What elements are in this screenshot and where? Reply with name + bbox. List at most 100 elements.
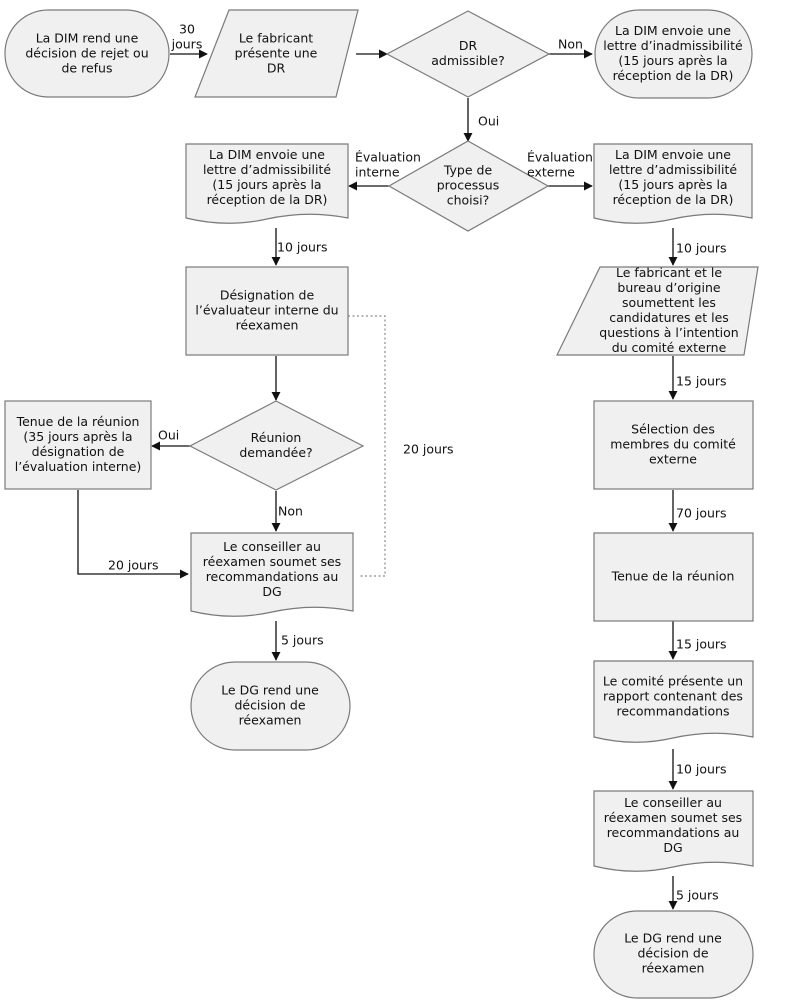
- node-report-label-line: Le comité présente un: [603, 674, 743, 689]
- edge-label-right-5-line: 5 jours: [676, 888, 719, 903]
- edge-label-right-70: 70 jours: [676, 506, 727, 521]
- node-start-label-line: de refus: [62, 61, 113, 76]
- node-advisor-left-shape: [190, 532, 354, 617]
- edge-label-external-line: Évaluation: [527, 150, 593, 165]
- edge-label-left-5-line: 5 jours: [281, 633, 324, 648]
- node-advisor-right-label-line: réexamen soumet ses: [604, 810, 742, 825]
- node-end-left-label-line: Le DG rend une: [221, 683, 319, 698]
- node-process-type-label-line: Type de: [443, 163, 493, 178]
- node-inadmissibility-label-line: réception de la DR): [613, 68, 734, 83]
- edge-label-right-15a: 15 jours: [676, 374, 727, 389]
- node-advisor-right-label-line: DG: [663, 840, 682, 855]
- node-end-left-label-line: décision de: [234, 698, 305, 713]
- node-admissible-label-line: DR: [459, 38, 478, 53]
- edge-label-left-20: 20 jours: [108, 558, 159, 573]
- edge-label-left-20-line: 20 jours: [108, 558, 159, 573]
- node-inadmissibility-label-line: lettre d’inadmissibilité: [603, 38, 743, 53]
- edge-label-right-15b-line: 15 jours: [676, 637, 727, 652]
- edge-label-right-10a-line: 10 jours: [676, 241, 727, 256]
- shapes: [4, 9, 759, 999]
- edge-label-meeting-no-line: Non: [278, 504, 303, 519]
- node-end-left-shape: [190, 661, 351, 751]
- node-candidates-label-line: soumettent les: [622, 295, 716, 310]
- node-meeting-q-label-line: demandée?: [239, 445, 312, 460]
- node-report-shape: [593, 660, 754, 743]
- edge-label-admissible-yes: Oui: [478, 114, 499, 129]
- node-inadmissibility-shape: [594, 9, 753, 99]
- node-meeting-right-shape: [593, 532, 754, 622]
- edge-label-right-5: 5 jours: [676, 888, 719, 903]
- node-candidates-label-line: Le fabricant et le: [616, 265, 722, 280]
- edge-label-dotted-20-line: 20 jours: [403, 442, 454, 457]
- edge-label-meeting-no: Non: [278, 504, 303, 519]
- node-report-label-line: recommandations: [616, 704, 729, 719]
- edge-left-20: [77, 490, 189, 579]
- edge-label-start-to-present-line: 30: [179, 22, 195, 37]
- node-admit-right-label-line: réception de la DR): [613, 192, 734, 207]
- edge-label-external-line: externe: [527, 165, 575, 180]
- edge-label-internal-line: Évaluation: [355, 150, 421, 165]
- node-present-dr-shape: [194, 9, 359, 98]
- edge-label-dotted-20: 20 jours: [403, 442, 454, 457]
- node-meeting-left-shape: [4, 400, 152, 490]
- node-present-dr-label-line: Le fabricant: [239, 31, 313, 46]
- node-selection-label-line: Sélection des: [631, 422, 715, 437]
- node-meeting-right-label-line: Tenue de la réunion: [611, 569, 735, 584]
- node-admit-left-label-line: réception de la DR): [207, 192, 328, 207]
- node-meeting-left-label-line: (35 jours après la: [23, 429, 132, 444]
- node-candidates-shape: [556, 266, 759, 356]
- node-end-right-label-line: réexamen: [642, 961, 705, 976]
- node-admit-right-shape: [593, 143, 753, 224]
- node-end-right-shape: [593, 910, 754, 999]
- node-start-label-line: décision de rejet ou: [25, 46, 148, 61]
- node-admit-right-label-line: lettre d’admissibilité: [609, 162, 737, 177]
- node-meeting-right-label: Tenue de la réunion: [611, 569, 735, 584]
- edge-label-right-10b-line: 10 jours: [676, 762, 727, 777]
- node-start-shape: [4, 9, 170, 98]
- edge-label-admissible-no: Non: [558, 37, 583, 52]
- node-meeting-q-label-line: Réunion: [251, 430, 302, 445]
- edge-label-meeting-yes: Oui: [158, 428, 179, 443]
- edge-label-right-15a-line: 15 jours: [676, 374, 727, 389]
- node-start-label-line: La DIM rend une: [36, 31, 139, 46]
- edge-label-meeting-yes-line: Oui: [158, 428, 179, 443]
- node-meeting-left-label-line: Tenue de la réunion: [16, 414, 140, 429]
- edge-label-right-15b: 15 jours: [676, 637, 727, 652]
- node-advisor-left-label-line: Le conseiller au: [223, 539, 321, 554]
- node-candidates-label-line: candidatures et les: [609, 310, 729, 325]
- node-present-dr-label-line: DR: [267, 61, 286, 76]
- edge-label-left-10-line: 10 jours: [277, 240, 328, 255]
- edge-dotted-20: [348, 315, 386, 577]
- node-advisor-left-label-line: réexamen soumet ses: [203, 554, 341, 569]
- node-advisor-right-label-line: Le conseiller au: [624, 795, 722, 810]
- node-advisor-right-label-line: recommandations au: [607, 825, 740, 840]
- node-end-left-label-line: réexamen: [239, 713, 302, 728]
- edge-label-left-5: 5 jours: [281, 633, 324, 648]
- node-end-right-label-line: décision de: [637, 946, 708, 961]
- node-process-type-label-line: processus: [437, 178, 499, 193]
- node-candidates-label-line: du comité externe: [612, 340, 727, 355]
- node-admit-left-shape: [185, 143, 349, 224]
- node-admit-left-label-line: (15 jours après la: [212, 177, 321, 192]
- edge-label-left-10: 10 jours: [277, 240, 328, 255]
- node-selection-label-line: externe: [649, 452, 697, 467]
- node-process-type-shape: [387, 140, 550, 232]
- edge-label-right-10a: 10 jours: [676, 241, 727, 256]
- node-advisor-right-shape: [593, 790, 754, 872]
- node-advisor-left-label-line: DG: [262, 584, 281, 599]
- node-admit-right-label-line: (15 jours après la: [618, 177, 727, 192]
